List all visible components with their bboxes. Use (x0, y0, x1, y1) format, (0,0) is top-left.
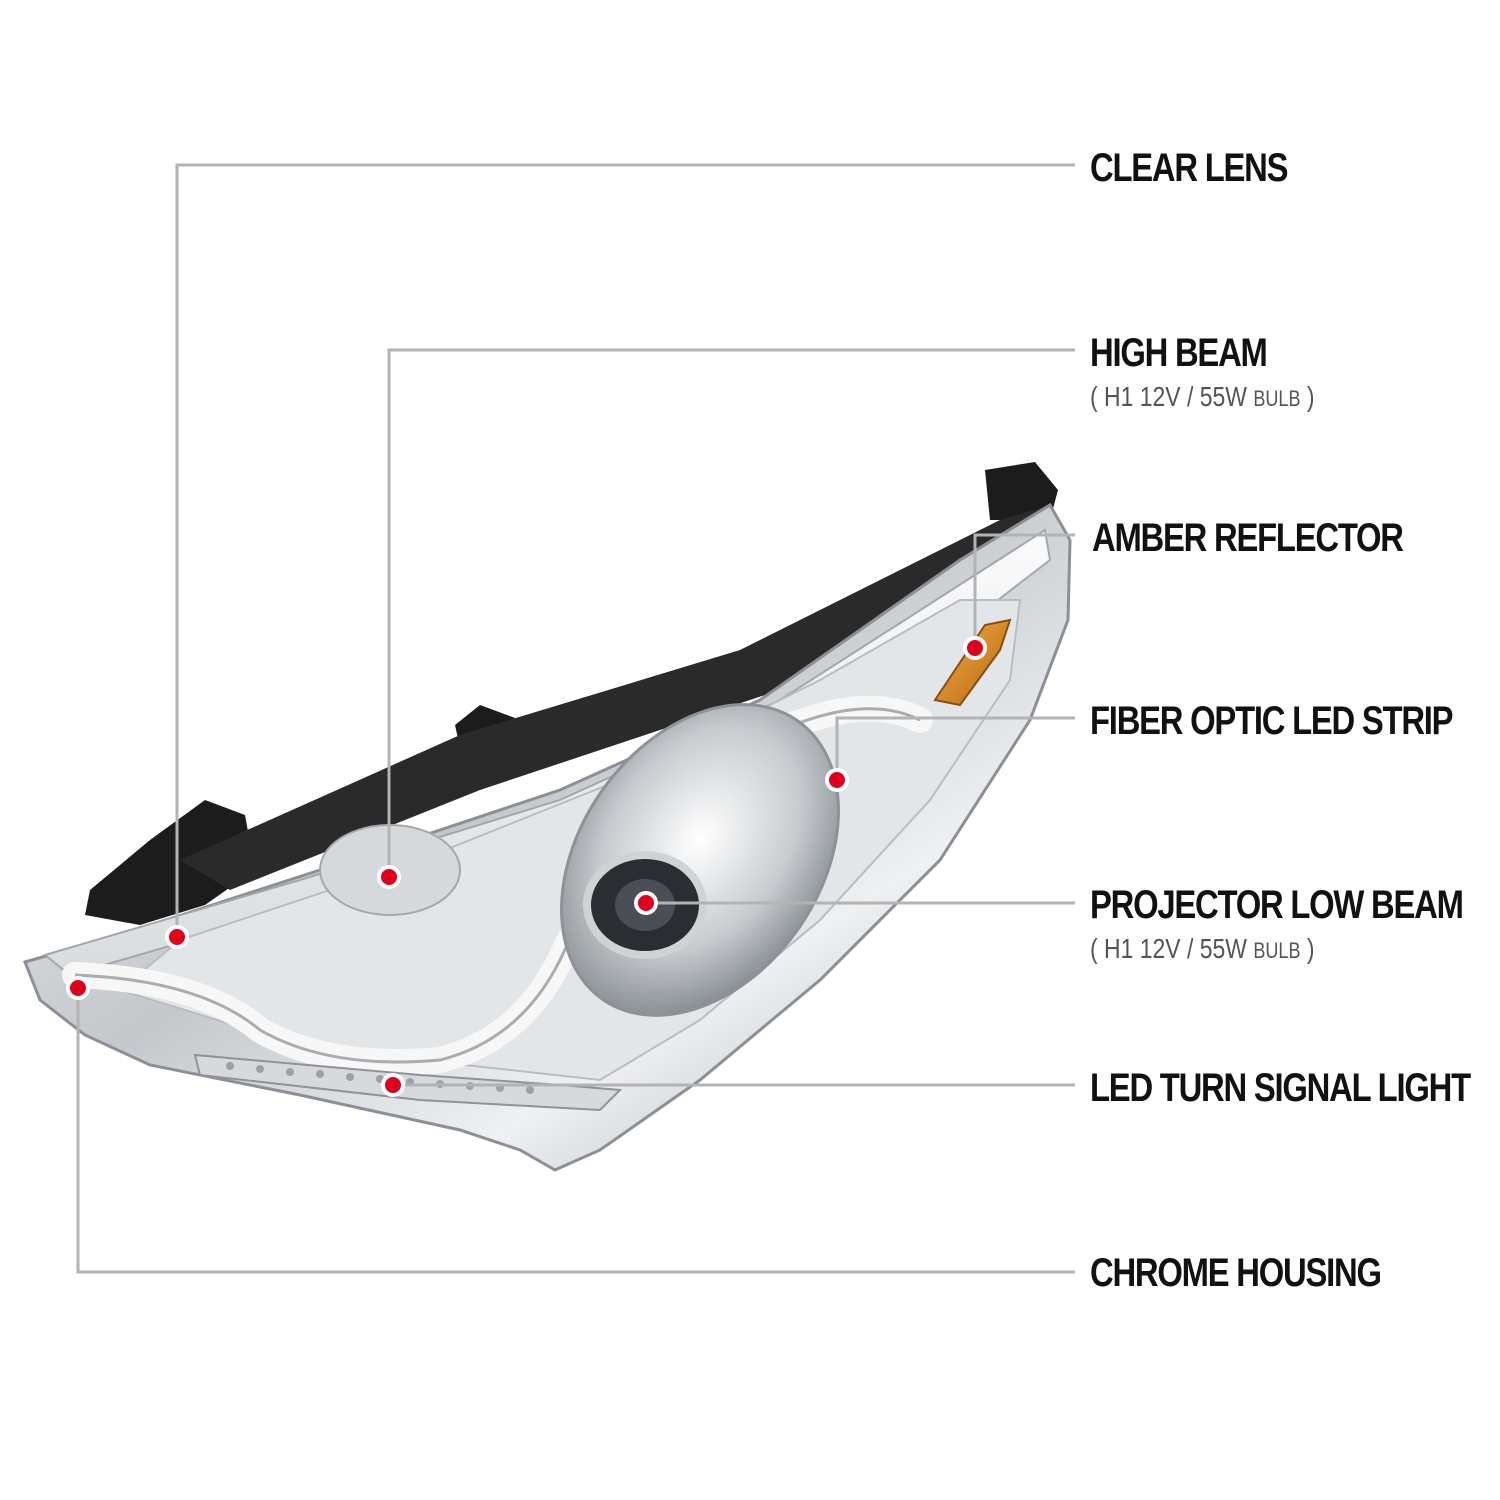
marker-amber-reflector (963, 636, 987, 660)
bulb-word: BULB (1253, 938, 1301, 963)
sublabel-projector-low-beam-bulb: ( H1 12V / 55W BULB ) (1090, 934, 1315, 966)
leader-high-beam (387, 348, 1075, 877)
label-clear-lens: CLEAR LENS (1090, 146, 1289, 190)
bulb-open-paren: ( (1090, 381, 1098, 412)
label-led-turn-signal-light: LED TURN SIGNAL LIGHT (1090, 1066, 1471, 1110)
sublabel-high-beam-bulb: ( H1 12V / 55W BULB ) (1090, 382, 1315, 414)
label-amber-reflector: AMBER REFLECTOR (1092, 516, 1404, 560)
label-projector-low-beam: PROJECTOR LOW BEAM (1090, 883, 1464, 927)
marker-fiber-optic-led-strip (825, 768, 849, 792)
mounting-tab-front (85, 800, 255, 925)
marker-clear-lens (165, 925, 189, 949)
mounting-tab-rear (985, 462, 1058, 520)
bulb-word: BULB (1253, 386, 1301, 411)
label-fiber-optic-led-strip: FIBER OPTIC LED STRIP (1090, 699, 1454, 743)
bulb-spec: H1 12V / 55W (1104, 933, 1247, 964)
leader-fiber-optic-led-strip (835, 716, 1075, 780)
headlight-image (22, 462, 1072, 1172)
label-high-beam: HIGH BEAM (1090, 331, 1268, 375)
marker-led-turn-signal-light (381, 1073, 405, 1097)
leader-amber-reflector (973, 533, 1075, 648)
label-chrome-housing: CHROME HOUSING (1090, 1251, 1382, 1295)
bulb-spec: H1 12V / 55W (1104, 381, 1247, 412)
bulb-close-paren: ) (1306, 933, 1315, 964)
marker-high-beam (377, 865, 401, 889)
bulb-open-paren: ( (1090, 933, 1098, 964)
leader-chrome-housing (76, 988, 1075, 1274)
callout-markers (66, 636, 987, 1097)
leader-clear-lens (175, 163, 1075, 935)
marker-projector-low-beam (634, 891, 658, 915)
marker-chrome-housing (66, 976, 90, 1000)
bulb-close-paren: ) (1306, 381, 1315, 412)
housing-back (180, 505, 1060, 890)
leader-lines (76, 163, 1075, 1274)
